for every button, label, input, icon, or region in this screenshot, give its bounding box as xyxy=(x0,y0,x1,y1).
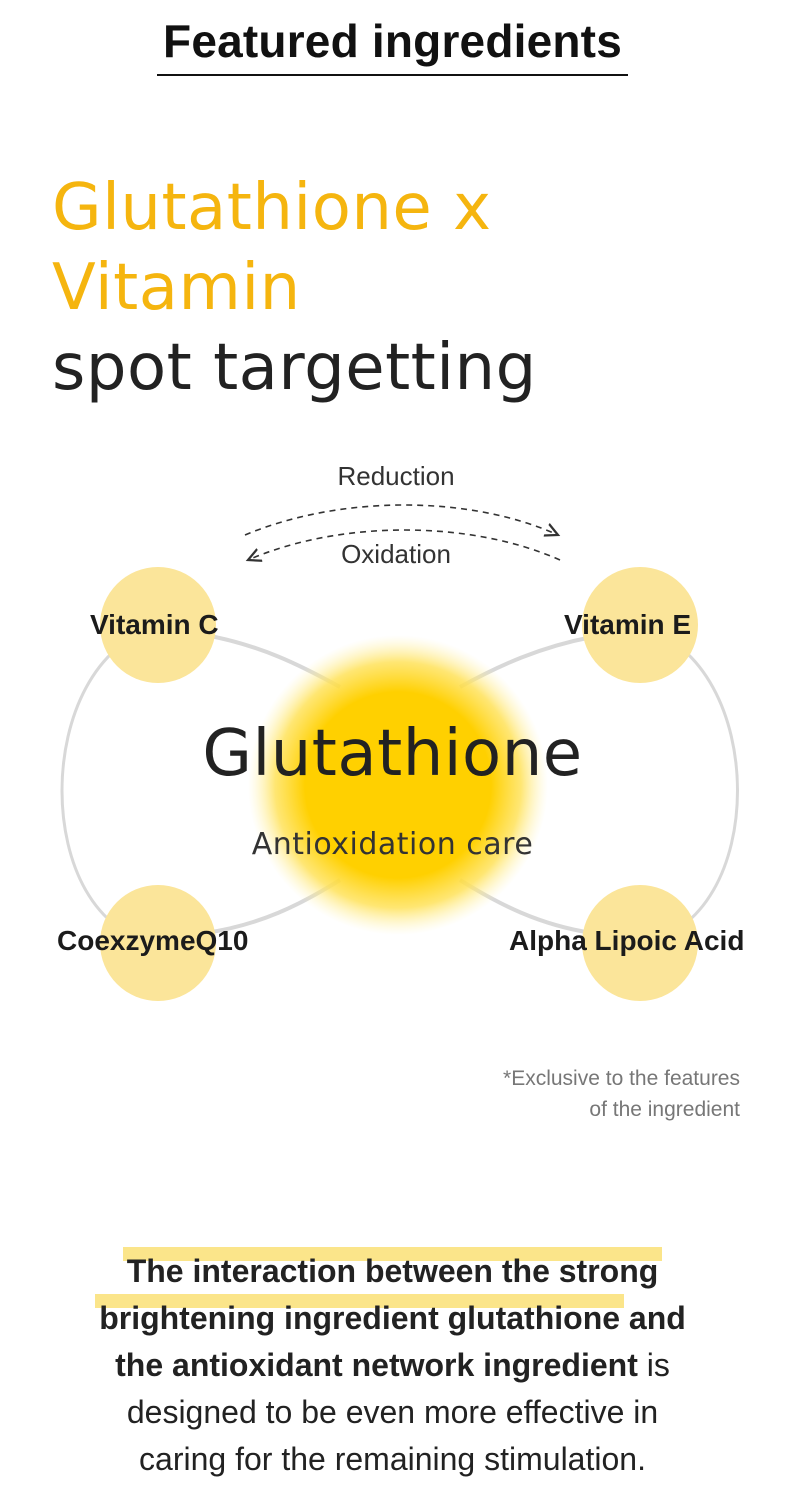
center-glow xyxy=(248,635,548,935)
oxidation-arrow xyxy=(248,529,561,560)
description-line-3-rest: is xyxy=(637,1347,670,1383)
footnote-line-1: *Exclusive to the features xyxy=(503,1067,740,1090)
description-line-5: caring for the remaining stimulation. xyxy=(139,1441,646,1477)
section-title-text: Featured ingredients xyxy=(157,14,628,76)
ingredient-diagram: Reduction Oxidation Vitamin C Vitamin E … xyxy=(0,455,785,1015)
highlight-2: brightening ingredient glutathione xyxy=(99,1300,621,1336)
description-line-2-rest: and xyxy=(620,1300,686,1336)
headline: Glutathione x Vitamin spot targetting xyxy=(52,168,537,408)
description-line-3: the antioxidant network ingredient is xyxy=(0,1342,785,1389)
reduction-arrow xyxy=(244,504,558,535)
description: The interaction between the strong brigh… xyxy=(0,1248,785,1483)
node-circle-top-right xyxy=(582,567,698,683)
headline-line-2: Vitamin xyxy=(52,251,301,325)
description-line-4: designed to be even more effective in xyxy=(126,1394,659,1430)
center-subtitle: Antioxidation care xyxy=(251,827,534,862)
node-label-vitamin-c: Vitamin C xyxy=(90,609,219,640)
node-circle-bottom-left xyxy=(100,885,216,1001)
diagram-graphics xyxy=(60,504,739,1001)
headline-line-3: spot targetting xyxy=(52,331,537,405)
reduction-label: Reduction xyxy=(337,461,455,491)
node-label-vitamin-e: Vitamin E xyxy=(564,609,692,640)
highlight-1: The interaction between the strong xyxy=(126,1253,659,1289)
section-title: Featured ingredients xyxy=(0,14,785,76)
footnote: *Exclusive to the features of the ingred… xyxy=(503,1063,740,1125)
node-label-coexzyme-q10: CoexzymeQ10 xyxy=(57,925,249,956)
headline-line-1: Glutathione x xyxy=(52,171,492,245)
node-circle-top-left xyxy=(100,567,216,683)
node-label-alpha-lipoic-acid: Alpha Lipoic Acid xyxy=(509,925,745,956)
footnote-line-2: of the ingredient xyxy=(589,1098,740,1121)
description-line-1: The interaction between the strong xyxy=(0,1248,785,1295)
center-title: Glutathione xyxy=(202,717,583,791)
description-line-3-bold: the antioxidant network ingredient xyxy=(115,1347,638,1383)
description-line-2: brightening ingredient glutathione and xyxy=(0,1295,785,1342)
node-circle-bottom-right xyxy=(582,885,698,1001)
oxidation-label: Oxidation xyxy=(341,539,451,569)
